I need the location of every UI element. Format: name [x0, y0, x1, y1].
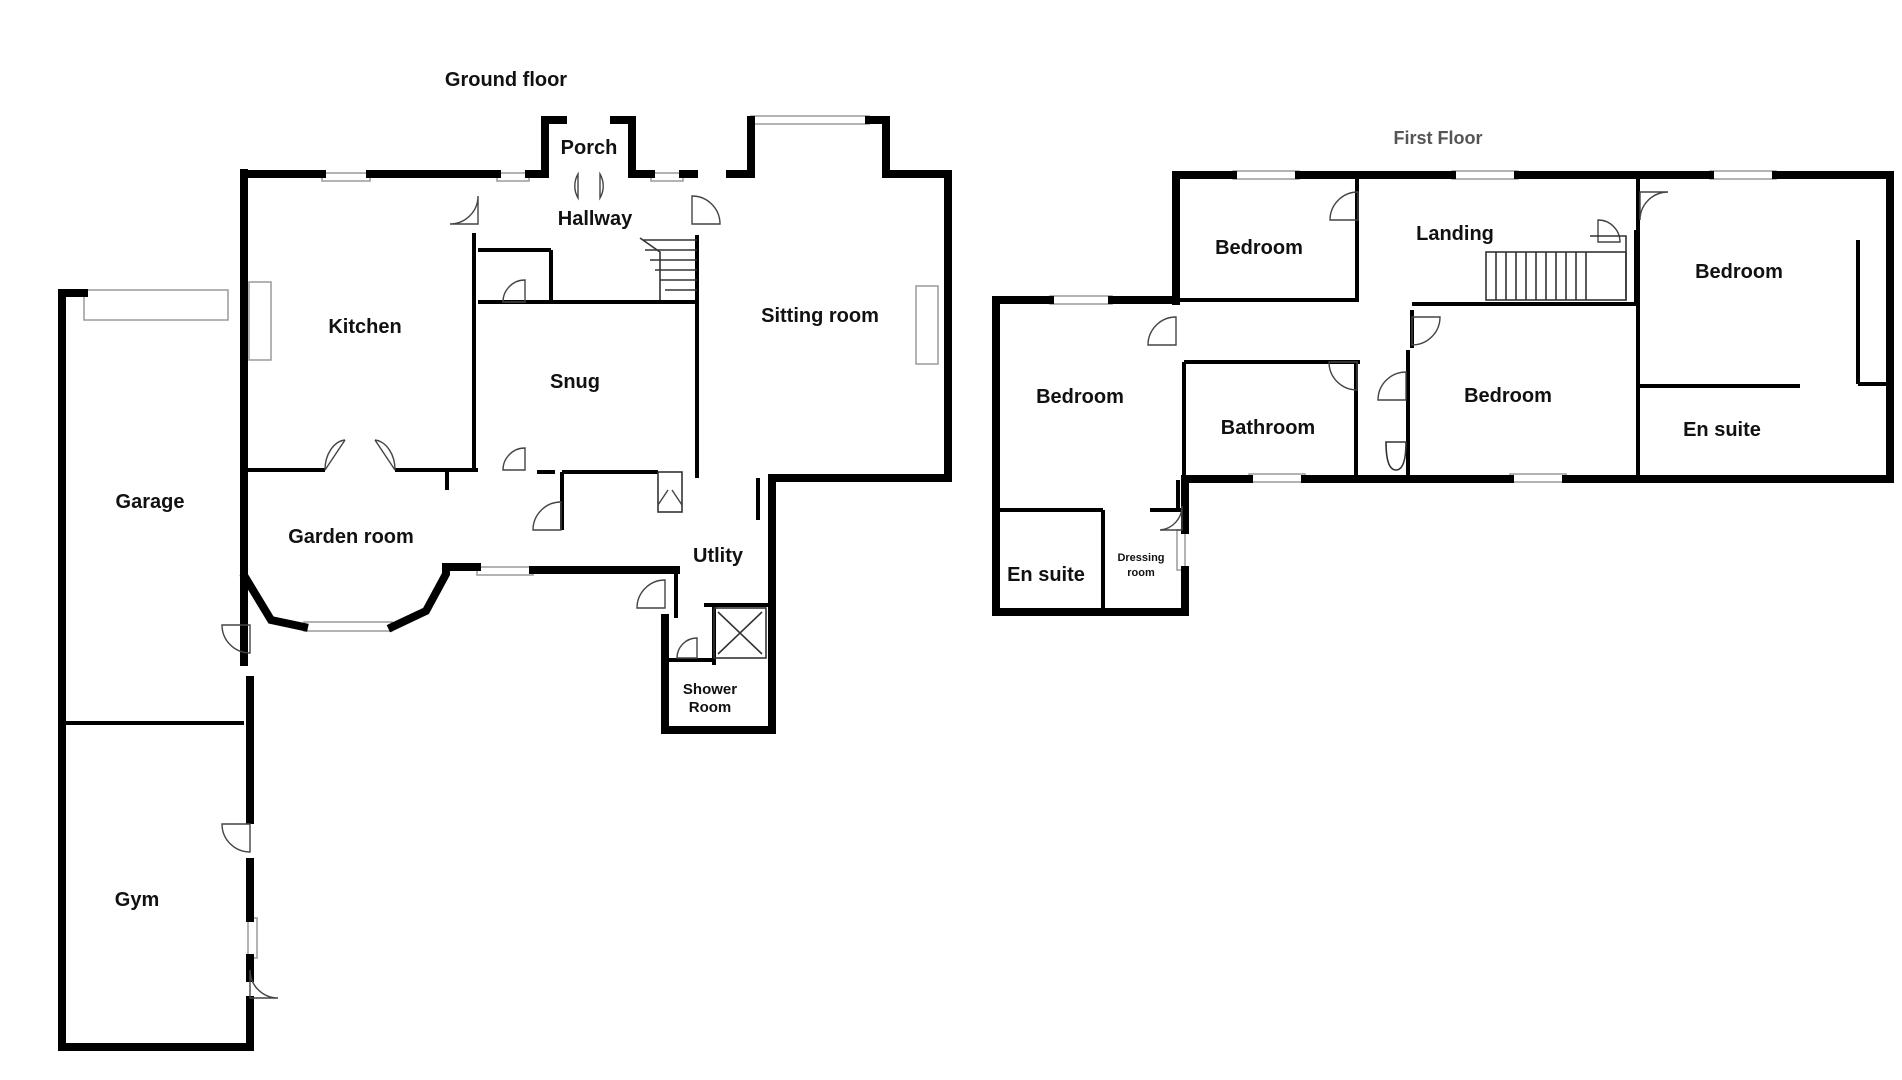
ground-floor-stairs: [639, 237, 697, 300]
first-floor-doors: [1147, 191, 1669, 531]
room-label-bedroom-1: Bedroom: [1215, 237, 1303, 259]
ground-floor-interior-walls: [248, 233, 772, 665]
room-label-sitting-room: Sitting room: [761, 305, 879, 327]
first-floor-walls: [992, 171, 1894, 616]
room-label-shower-room-line1: Shower: [683, 681, 737, 698]
first-floor-stairs: [1485, 235, 1627, 301]
ground-floor-windows: [83, 115, 939, 959]
first-floor-plan: [992, 170, 1894, 616]
room-label-shower-room-line2: Room: [689, 699, 732, 716]
room-label-hallway: Hallway: [558, 208, 633, 230]
ground-floor-title: Ground floor: [445, 69, 567, 91]
room-label-en-suite-1: En suite: [1007, 564, 1085, 586]
first-floor-title: First Floor: [1394, 128, 1483, 148]
ground-floor-doors: [221, 171, 721, 999]
room-label-bathroom: Bathroom: [1221, 417, 1315, 439]
room-label-garage: Garage: [116, 491, 185, 513]
room-label-dressing-room-line2: room: [1127, 567, 1155, 579]
room-label-gym: Gym: [115, 889, 159, 911]
first-floor-interior-walls: [1000, 175, 1888, 608]
room-label-dressing-room-line1: Dressing: [1117, 552, 1164, 564]
ground-floor-plan: [58, 115, 952, 1051]
room-label-porch: Porch: [561, 137, 618, 159]
ground-floor-walls: [58, 116, 952, 1051]
room-label-utility: Utlity: [693, 545, 744, 567]
room-label-bedroom-2: Bedroom: [1695, 261, 1783, 283]
room-label-snug: Snug: [550, 371, 600, 393]
room-label-garden-room: Garden room: [288, 526, 414, 548]
room-label-bedroom-3: Bedroom: [1036, 386, 1124, 408]
room-label-bedroom-4: Bedroom: [1464, 385, 1552, 407]
room-label-kitchen: Kitchen: [328, 316, 401, 338]
room-label-en-suite-2: En suite: [1683, 419, 1761, 441]
room-label-landing: Landing: [1416, 223, 1494, 245]
